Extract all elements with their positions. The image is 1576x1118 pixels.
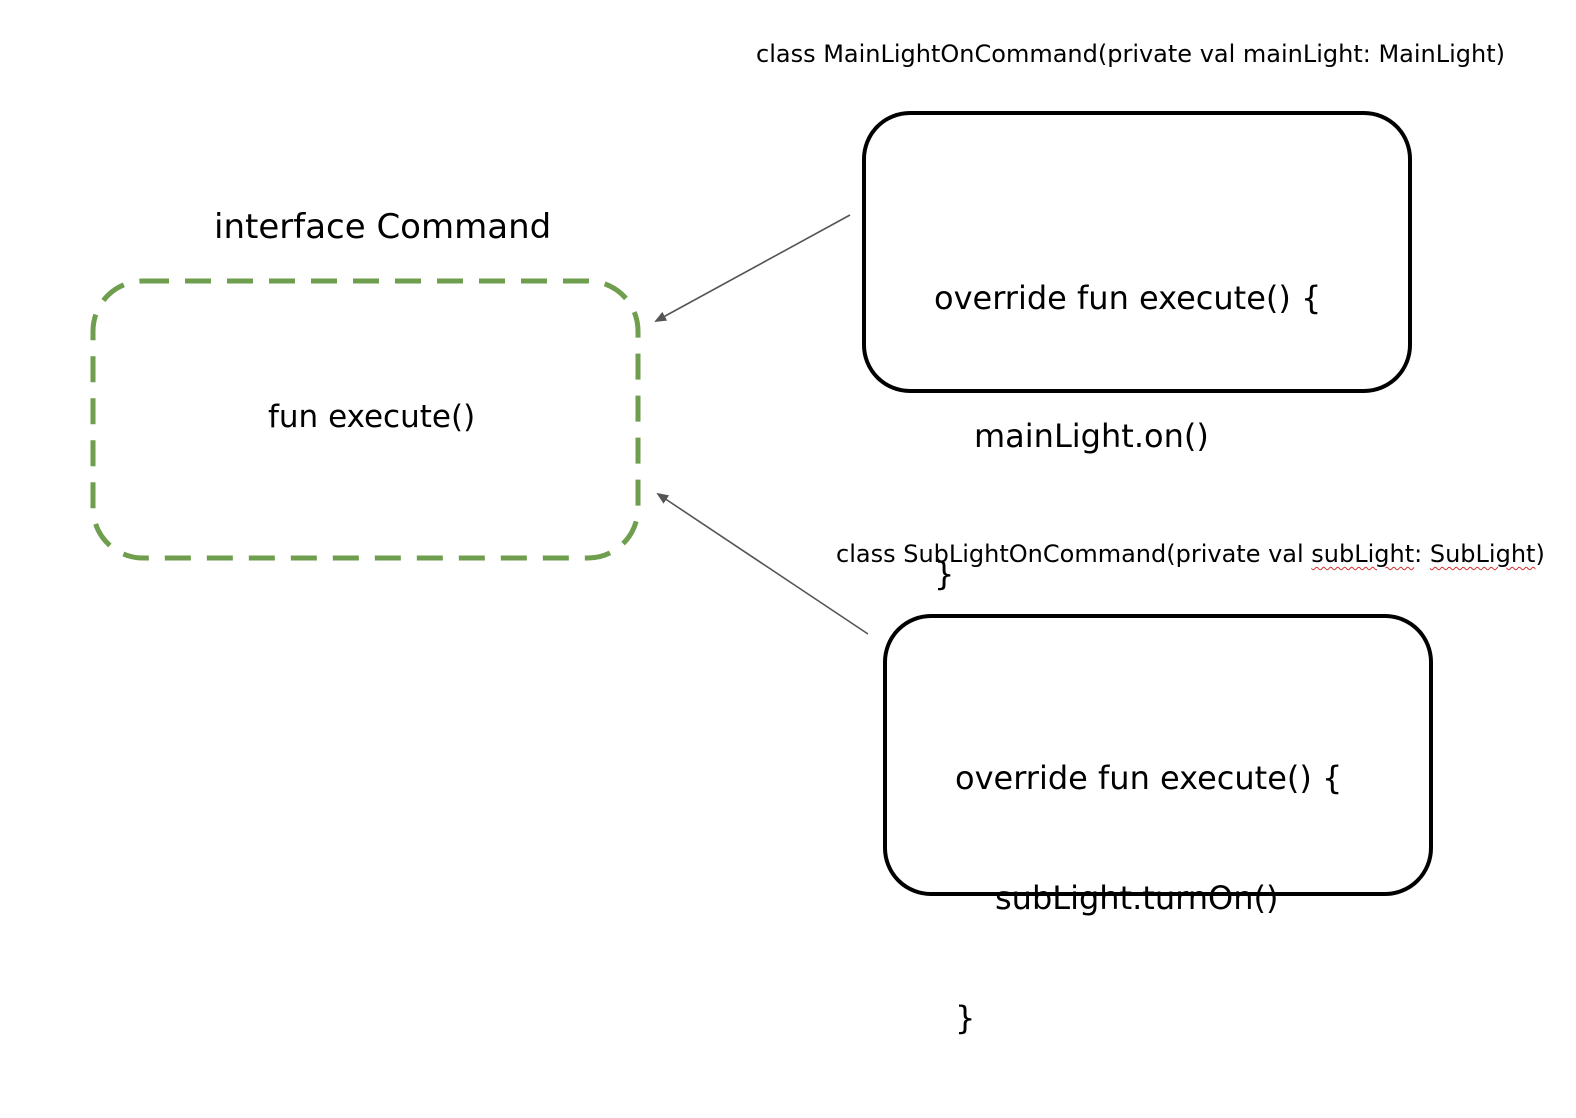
- arrow-sub-to-interface: [656, 492, 869, 635]
- sub-code-line-3: }: [955, 999, 976, 1037]
- main-code-line-1: override fun execute() {: [934, 279, 1322, 317]
- sub-command-box: override fun execute() { subLight.turnOn…: [883, 614, 1433, 1037]
- interface-method-label: fun execute(): [268, 399, 476, 435]
- main-code-line-3: }: [934, 555, 955, 593]
- main-command-code: override fun execute() { mainLight.on() …: [934, 183, 1321, 689]
- sub-command-class-signature: class SubLightOnCommand(private val subL…: [836, 542, 1545, 566]
- main-command-box: override fun execute() { mainLight.on() …: [862, 111, 1412, 593]
- sub-signature-type: SubLight: [1429, 540, 1536, 568]
- arrow-main-to-interface: [654, 214, 851, 322]
- sub-signature-param: subLight: [1311, 540, 1415, 568]
- interface-box: [90, 278, 641, 561]
- sub-signature-suffix: ): [1535, 540, 1545, 568]
- sub-code-line-2: subLight.turnOn(): [995, 879, 1279, 917]
- main-code-line-2: mainLight.on(): [974, 417, 1209, 455]
- sub-command-code: override fun execute() { subLight.turnOn…: [955, 678, 1342, 1118]
- main-command-class-signature: class MainLightOnCommand(private val mai…: [756, 40, 1506, 68]
- interface-title: interface Command: [214, 207, 552, 247]
- sub-signature-colon: :: [1414, 540, 1430, 568]
- diagram-canvas: [90, 214, 869, 635]
- sub-code-line-1: override fun execute() {: [955, 759, 1343, 797]
- sub-signature-prefix: class SubLightOnCommand(private val: [836, 540, 1312, 568]
